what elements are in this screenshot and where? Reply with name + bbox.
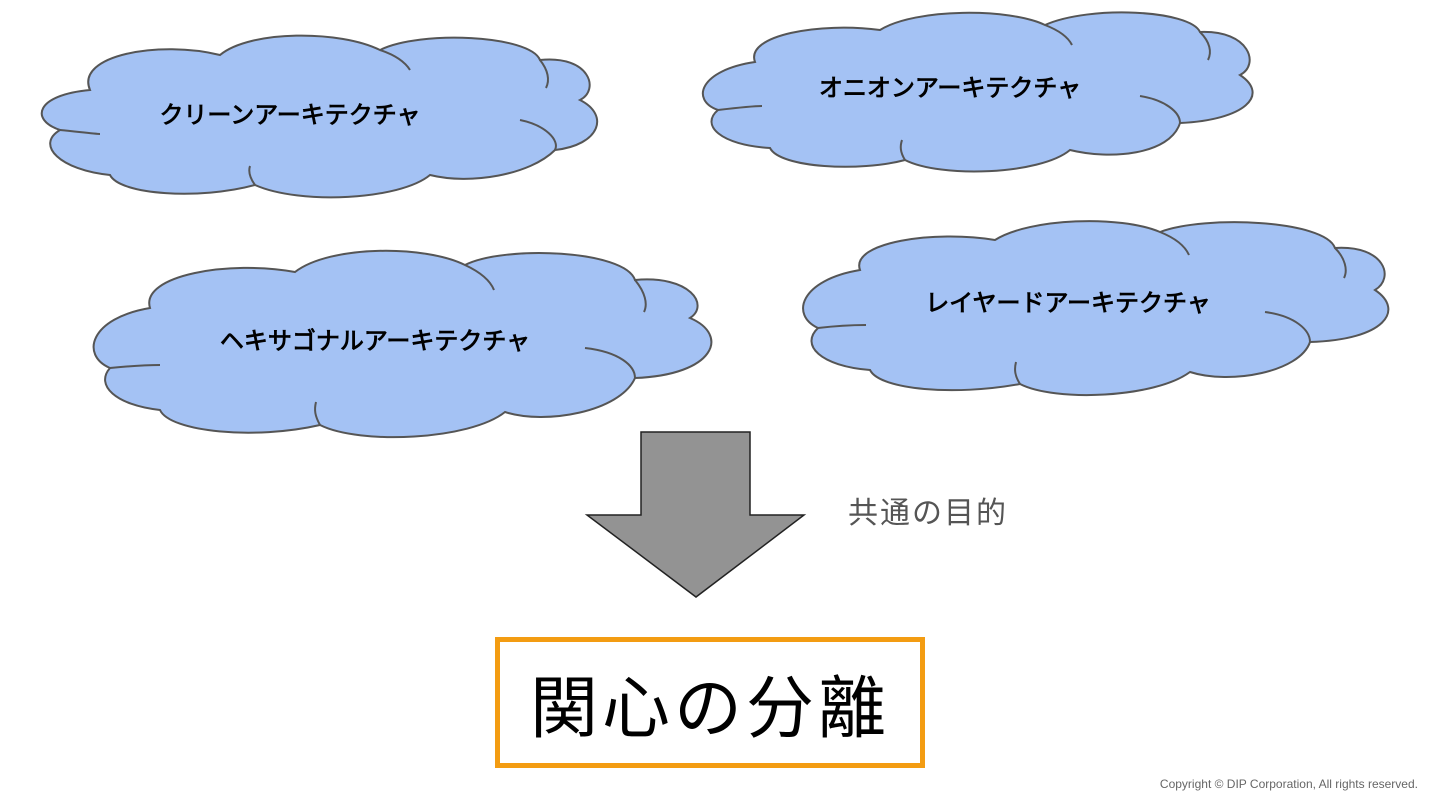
cloud-clean-architecture: クリーンアーキテクチャ	[40, 34, 599, 199]
cloud-hexagonal-architecture: ヘキサゴナルアーキテクチャ	[92, 249, 713, 439]
cloud-label-hexagonal: ヘキサゴナルアーキテクチャ	[220, 327, 530, 355]
down-arrow	[584, 431, 807, 598]
copyright-footer: Copyright © DIP Corporation, All rights …	[1159, 777, 1418, 791]
result-box: 関心の分離	[495, 637, 925, 768]
cloud-label-onion: オニオンアーキテクチャ	[819, 74, 1081, 102]
cloud-label-layered: レイヤードアーキテクチャ	[925, 289, 1211, 317]
result-text: 関心の分離	[529, 670, 890, 749]
cloud-onion-architecture: オニオンアーキテクチャ	[701, 11, 1254, 173]
cloud-layered-architecture: レイヤードアーキテクチャ	[802, 220, 1390, 397]
arrow-caption: 共通の目的	[848, 496, 1008, 531]
cloud-label-clean: クリーンアーキテクチャ	[159, 101, 420, 129]
